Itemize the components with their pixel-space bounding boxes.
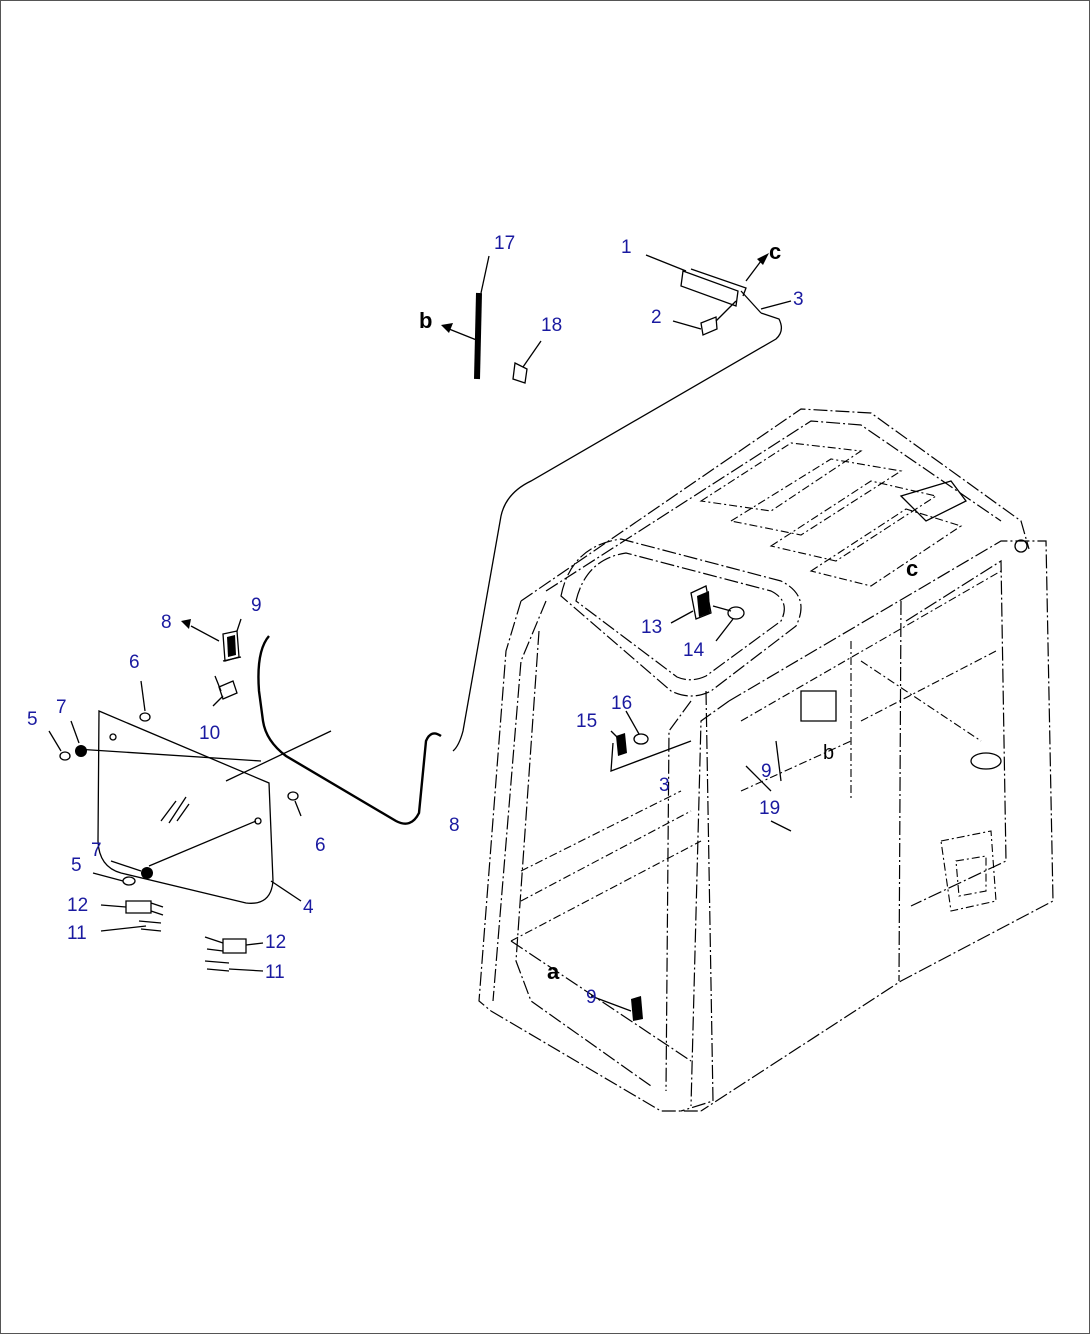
label-14: 14	[683, 640, 705, 661]
label-2: 2	[651, 307, 662, 328]
label-12-right: 12	[265, 932, 286, 953]
label-8-seal: 8	[449, 815, 460, 836]
label-7-top: 7	[56, 697, 67, 718]
label-9-door: 9	[761, 761, 772, 782]
cab-frame	[478, 408, 1054, 1112]
label-4: 4	[303, 897, 314, 918]
roof-fastener	[670, 585, 745, 642]
label-c-roof: c	[906, 556, 918, 581]
label-c-top: c	[769, 239, 781, 264]
label-7-bottom: 7	[91, 840, 102, 861]
label-12-left: 12	[67, 895, 88, 916]
label-16: 16	[611, 693, 632, 714]
cable-part-3	[452, 312, 783, 752]
label-17: 17	[494, 233, 515, 254]
door-fastener	[610, 710, 692, 772]
label-9-bottom: 9	[586, 987, 597, 1008]
label-19: 19	[759, 798, 780, 819]
catch-assembly	[181, 618, 242, 707]
seal-part-8	[257, 635, 442, 825]
label-8-catch: 8	[161, 612, 172, 633]
label-11-left: 11	[67, 923, 87, 944]
label-1: 1	[621, 237, 632, 258]
label-3-door: 3	[659, 775, 670, 796]
label-b-top: b	[419, 308, 432, 333]
label-11-right: 11	[265, 962, 285, 983]
label-15: 15	[576, 711, 597, 732]
label-6-top: 6	[129, 652, 140, 673]
label-5-bottom: 5	[71, 855, 82, 876]
glass-panel-part-4	[48, 680, 332, 904]
label-9-catch: 9	[251, 595, 262, 616]
label-6-bottom: 6	[315, 835, 326, 856]
clips-parts-11-12	[100, 900, 264, 972]
label-5-top: 5	[27, 709, 38, 730]
light-assembly	[645, 253, 792, 336]
label-3-top: 3	[793, 289, 804, 310]
label-13: 13	[641, 617, 662, 638]
part-labels: 17 18 b 1 c 3 2 c 9 8 6 5 7 10 13 14 16 …	[27, 233, 918, 1008]
roof-hinge-bracket	[899, 480, 967, 522]
label-b-door: b	[823, 742, 834, 764]
label-18: 18	[541, 315, 562, 336]
label-10: 10	[199, 723, 220, 744]
wiper-bar-assembly	[441, 255, 542, 384]
label-a: a	[547, 959, 560, 984]
